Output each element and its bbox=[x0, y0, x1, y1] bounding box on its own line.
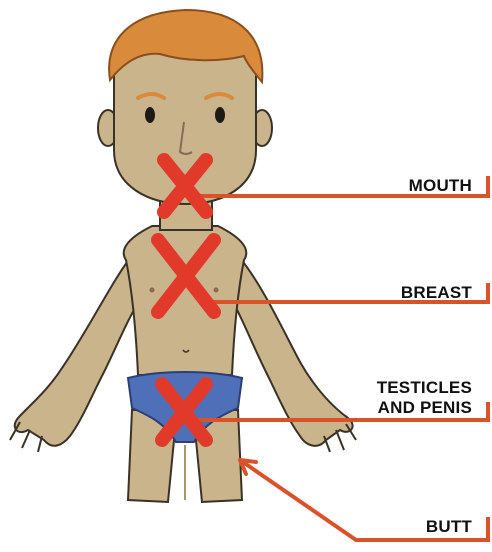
label-testicles-and-penis: TESTICLES AND PENIS bbox=[377, 378, 472, 418]
label-mouth: MOUTH bbox=[409, 176, 472, 196]
right-eye bbox=[215, 107, 225, 123]
label-butt: BUTT bbox=[426, 517, 472, 537]
label-testicles-line2: AND PENIS bbox=[377, 398, 472, 418]
left-nipple bbox=[150, 288, 155, 293]
left-eye bbox=[145, 107, 155, 123]
label-testicles-line1: TESTICLES bbox=[377, 378, 472, 398]
left-arm bbox=[15, 258, 140, 446]
right-nipple bbox=[214, 288, 219, 293]
right-arm bbox=[232, 258, 353, 446]
child-figure-illustration bbox=[10, 10, 356, 502]
label-breast: BREAST bbox=[401, 283, 472, 303]
